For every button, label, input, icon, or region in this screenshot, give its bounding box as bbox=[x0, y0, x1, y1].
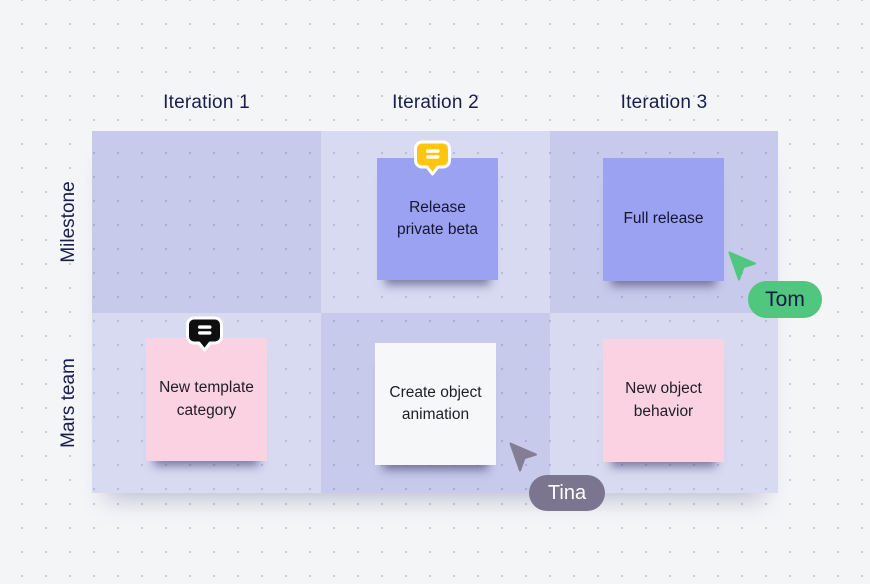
column-header-iteration-2[interactable]: Iteration 2 bbox=[392, 92, 479, 113]
remote-cursor-tom-icon bbox=[728, 251, 756, 281]
sticky-note-text: Create object animation bbox=[389, 383, 482, 423]
column-header-iteration-1[interactable]: Iteration 1 bbox=[163, 92, 250, 113]
remote-cursor-tina-label: Tina bbox=[529, 475, 605, 511]
collaborator-name: Tina bbox=[547, 481, 587, 504]
sticky-note-create-object-animation[interactable]: Create object animation bbox=[375, 343, 496, 465]
column-header-iteration-3[interactable]: Iteration 3 bbox=[620, 92, 708, 113]
sticky-note-text: Full release bbox=[623, 210, 704, 228]
sticky-note-release-private-beta[interactable]: Release private beta bbox=[377, 158, 498, 280]
remote-cursor-tom-label: Tom bbox=[748, 281, 822, 318]
sticky-note-text: Release private beta bbox=[397, 198, 478, 238]
grid-cell-milestone-iteration-1[interactable] bbox=[92, 131, 321, 313]
row-label-mars-team[interactable]: Mars team bbox=[58, 358, 79, 448]
column-headers: Iteration 1 Iteration 2 Iteration 3 bbox=[92, 92, 778, 114]
collaborator-name: Tom bbox=[765, 287, 805, 311]
row-label-milestone[interactable]: Milestone bbox=[58, 181, 79, 263]
comment-icon[interactable] bbox=[412, 139, 453, 180]
remote-cursor-tina-icon bbox=[509, 442, 537, 472]
sticky-note-text: New object behavior bbox=[625, 380, 702, 420]
sticky-note-full-release[interactable]: Full release bbox=[603, 158, 724, 281]
sticky-note-new-object-behavior[interactable]: New object behavior bbox=[603, 339, 724, 462]
sticky-note-new-template-category[interactable]: New template category bbox=[146, 338, 267, 461]
comment-icon[interactable] bbox=[184, 315, 225, 356]
sticky-note-text: New template category bbox=[159, 379, 254, 419]
